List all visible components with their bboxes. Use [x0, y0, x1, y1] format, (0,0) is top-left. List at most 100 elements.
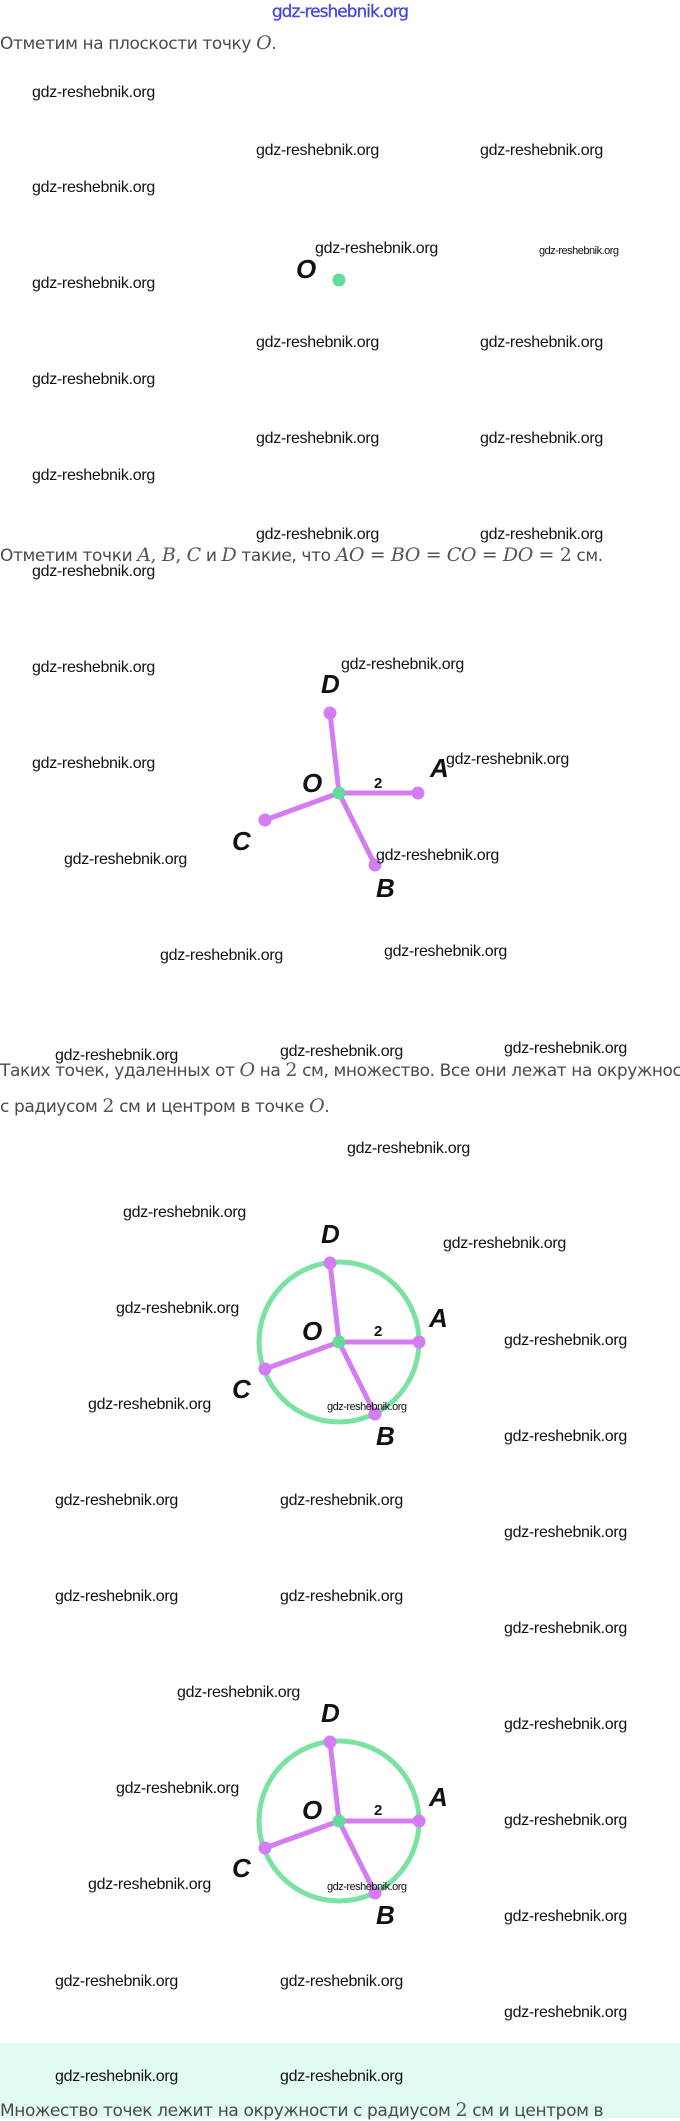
watermark: gdz-reshebnik.org — [347, 1140, 470, 1157]
watermark: gdz-reshebnik.org — [64, 851, 187, 868]
watermark: gdz-reshebnik.org — [446, 751, 569, 768]
segment-od — [327, 1739, 342, 1824]
watermark: gdz-reshebnik.org — [55, 1588, 178, 1605]
text: см и центром в — [467, 2101, 604, 2121]
label-d: D — [321, 669, 340, 699]
text: см, множество. Все они лежат на окружнос… — [297, 1061, 680, 1081]
paragraph-answer: Множество точек лежит на окружности с ра… — [0, 2099, 604, 2121]
watermark: gdz-reshebnik.org — [480, 334, 603, 351]
label-a: A — [428, 1782, 448, 1812]
watermark: gdz-reshebnik.org — [160, 947, 283, 964]
text: с радиусом — [0, 1097, 103, 1117]
segment-ob — [336, 1339, 378, 1417]
watermark: gdz-reshebnik.org — [504, 2004, 627, 2021]
math-var: B — [161, 544, 176, 566]
watermark: gdz-reshebnik.org — [280, 2068, 403, 2085]
watermark: gdz-reshebnik.org — [256, 430, 379, 447]
point-d — [323, 1735, 337, 1749]
point-c — [258, 813, 272, 827]
label-o: O — [296, 254, 316, 284]
watermark: gdz-reshebnik.org — [480, 526, 603, 543]
watermark: gdz-reshebnik.org — [32, 275, 155, 292]
watermark: gdz-reshebnik.org — [256, 526, 379, 543]
label-b: B — [376, 873, 395, 903]
label-o: O — [302, 1795, 322, 1825]
point-b — [368, 1886, 382, 1900]
watermark: gdz-reshebnik.org — [504, 1620, 627, 1637]
watermark: gdz-reshebnik.org — [539, 245, 619, 257]
watermark: gdz-reshebnik.org — [480, 142, 603, 159]
text: такие, что — [236, 546, 336, 566]
math-number: 2 — [285, 1059, 298, 1081]
text: . — [324, 1097, 330, 1117]
text: и — [200, 546, 222, 566]
point-b — [368, 858, 382, 872]
point-o — [332, 1335, 346, 1349]
watermark: gdz-reshebnik.org — [55, 1047, 178, 1064]
text: Отметим точки — [0, 546, 138, 566]
label-o: O — [302, 1316, 322, 1346]
label-a: A — [428, 1303, 448, 1333]
math-var: A — [137, 544, 151, 566]
label-c: C — [232, 1853, 252, 1883]
watermark: gdz-reshebnik.org — [32, 84, 155, 101]
diagram-circle-repeat: D O 2 A C B — [232, 1698, 448, 1930]
watermark: gdz-reshebnik.org — [32, 755, 155, 772]
label-d: D — [321, 1698, 340, 1728]
watermark: gdz-reshebnik.org — [504, 1908, 627, 1925]
watermark: gdz-reshebnik.org — [256, 142, 379, 159]
watermark: gdz-reshebnik.org — [341, 656, 464, 673]
watermark: gdz-reshebnik.org — [32, 467, 155, 484]
label-o: O — [302, 768, 322, 798]
paragraph-many-points: Таких точек, удаленных от O на 2 см, мно… — [0, 1059, 680, 1081]
watermark: gdz-reshebnik.org — [504, 1812, 627, 1829]
math-equation: AO = BO = CO = DO = — [335, 544, 560, 566]
paragraph-circle: с радиусом 2 см и центром в точке O. — [0, 1095, 330, 1117]
text: Множество точек лежит на окружности с ра… — [0, 2101, 456, 2121]
segment-od — [327, 710, 342, 796]
math-var: O — [239, 1059, 255, 1081]
watermark: gdz-reshebnik.org — [256, 334, 379, 351]
watermark: gdz-reshebnik.org — [315, 240, 438, 257]
point-b — [368, 1407, 382, 1421]
answer-band — [0, 2043, 680, 2118]
text: на — [254, 1061, 286, 1081]
text: Отметим на плоскости точку — [0, 34, 257, 54]
point-o — [332, 1814, 346, 1828]
paragraph-mark-point: Отметим на плоскости точку O. — [0, 32, 277, 54]
watermark: gdz-reshebnik.org — [504, 1332, 627, 1349]
watermark: gdz-reshebnik.org — [116, 1780, 239, 1797]
watermark: gdz-reshebnik.org — [32, 563, 155, 580]
math-var: D — [221, 544, 237, 566]
segment-oc — [262, 1339, 342, 1372]
site-watermark-header[interactable]: gdz-reshebnik.org — [271, 2, 410, 22]
label-radius: 2 — [374, 1323, 382, 1340]
label-c: C — [232, 1374, 252, 1404]
watermark: gdz-reshebnik.org — [384, 943, 507, 960]
segment-ob — [336, 790, 378, 868]
text: см. — [571, 546, 603, 566]
math-number: 2 — [455, 2099, 468, 2121]
label-radius: 2 — [374, 1802, 382, 1819]
watermark: gdz-reshebnik.org — [504, 1040, 627, 1057]
diagram-point-o: O — [296, 254, 346, 287]
watermark: gdz-reshebnik.org — [177, 1684, 300, 1701]
watermark: gdz-reshebnik.org — [116, 1300, 239, 1317]
watermark: gdz-reshebnik.org — [32, 659, 155, 676]
point-a — [412, 1814, 426, 1828]
label-a: A — [429, 753, 449, 783]
label-b: B — [376, 1900, 395, 1930]
watermark: gdz-reshebnik.org — [504, 1428, 627, 1445]
watermark: gdz-reshebnik.org — [280, 1043, 403, 1060]
point-c — [258, 1362, 272, 1376]
math-number: 2 — [102, 1095, 115, 1117]
text: , — [175, 544, 187, 566]
math-number: 2 — [559, 544, 572, 566]
segment-oc — [262, 790, 342, 823]
point-a — [412, 1335, 426, 1349]
watermark: gdz-reshebnik.org — [88, 1876, 211, 1893]
text: см и центром в точке — [114, 1097, 310, 1117]
point-d — [323, 1256, 337, 1270]
watermark: gdz-reshebnik.org — [280, 1492, 403, 1509]
watermark: gdz-reshebnik.org — [123, 1204, 246, 1221]
